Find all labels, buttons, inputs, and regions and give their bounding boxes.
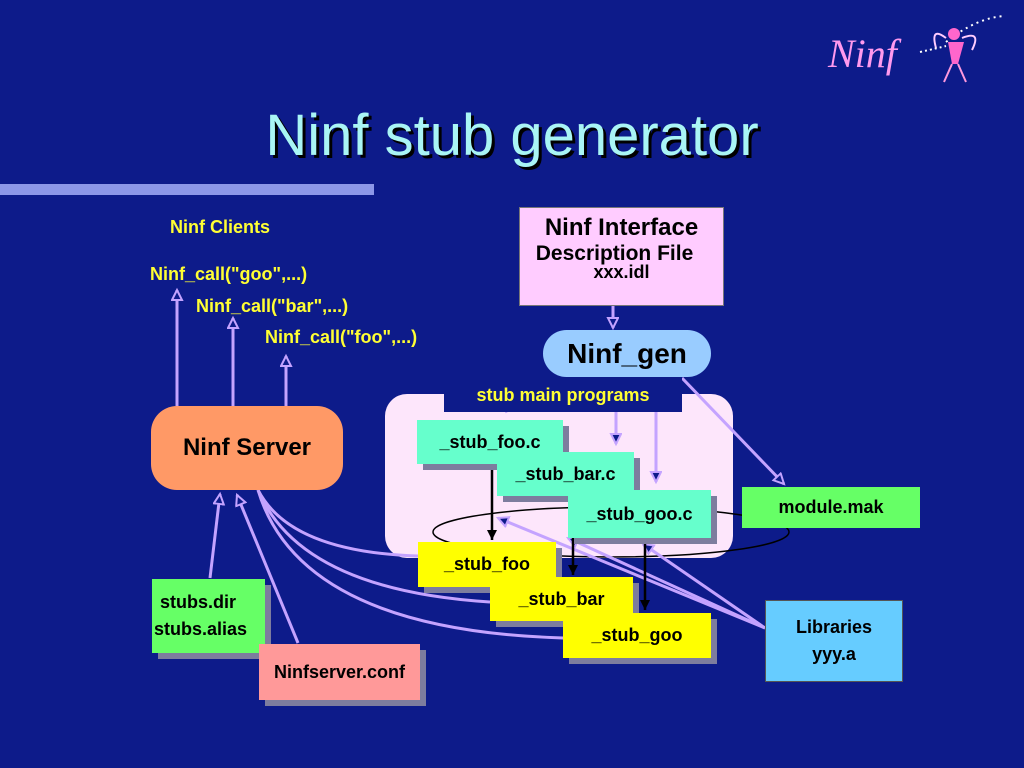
stub-goo-c-box[interactable]: _stub_goo.c: [568, 490, 711, 538]
ninf-server-label: Ninf Server: [182, 434, 312, 461]
libraries-box[interactable]: Libraries yyy.a: [765, 600, 903, 682]
interface-file-box[interactable]: Ninf Interface Description File xxx.idl: [519, 207, 724, 306]
ninf-gen-label: Ninf_gen: [567, 337, 687, 369]
stubs-dir-label: stubs.dir: [160, 592, 237, 612]
stub-main-programs-label-box: stub main programs: [444, 378, 682, 412]
interface-title: Ninf Interface: [544, 214, 699, 241]
stub-main-programs-label: stub main programs: [476, 384, 650, 405]
client-call-goo: Ninf_call("goo",...): [150, 264, 308, 284]
interface-filename: xxx.idl: [593, 262, 650, 282]
ninf-logo: Ninf: [826, 8, 1016, 88]
interface-subtitle: Description File: [535, 242, 694, 265]
ninf-server-box[interactable]: Ninf Server: [151, 406, 343, 490]
title-rule: [0, 184, 374, 195]
libraries-label: Libraries: [795, 617, 873, 637]
server-conf-box[interactable]: Ninfserver.conf: [259, 644, 420, 700]
stub-goo-label: _stub_goo: [591, 625, 683, 645]
ninf-gen-box[interactable]: Ninf_gen: [543, 330, 711, 377]
client-call-bar: Ninf_call("bar",...): [196, 296, 349, 316]
module-mak-box[interactable]: module.mak: [742, 487, 920, 528]
stub-bar-label: _stub_bar: [518, 588, 605, 609]
server-conf-label: Ninfserver.conf: [273, 661, 406, 682]
stubs-dir-box[interactable]: stubs.dir stubs.alias: [152, 579, 265, 653]
stub-goo-c-label: _stub_goo.c: [586, 503, 693, 524]
stub-bar-c-box[interactable]: _stub_bar.c: [497, 452, 634, 496]
stub-foo-label: _stub_foo: [443, 554, 530, 574]
stub-goo-box[interactable]: _stub_goo: [563, 613, 711, 658]
slide-title: Ninf stub generator: [265, 103, 759, 168]
module-mak-label: module.mak: [778, 497, 884, 517]
fairy-logo-icon: [919, 15, 1005, 83]
stub-foo-box[interactable]: _stub_foo: [418, 542, 556, 587]
logo-text: Ninf: [828, 31, 897, 76]
libraries-file: yyy.a: [812, 644, 856, 664]
clients-heading: Ninf Clients: [170, 217, 271, 237]
stubs-alias-label: stubs.alias: [154, 619, 248, 639]
stub-foo-c-label: _stub_foo.c: [439, 431, 541, 452]
stub-bar-c-label: _stub_bar.c: [515, 463, 616, 484]
client-call-foo: Ninf_call("foo",...): [265, 327, 418, 347]
